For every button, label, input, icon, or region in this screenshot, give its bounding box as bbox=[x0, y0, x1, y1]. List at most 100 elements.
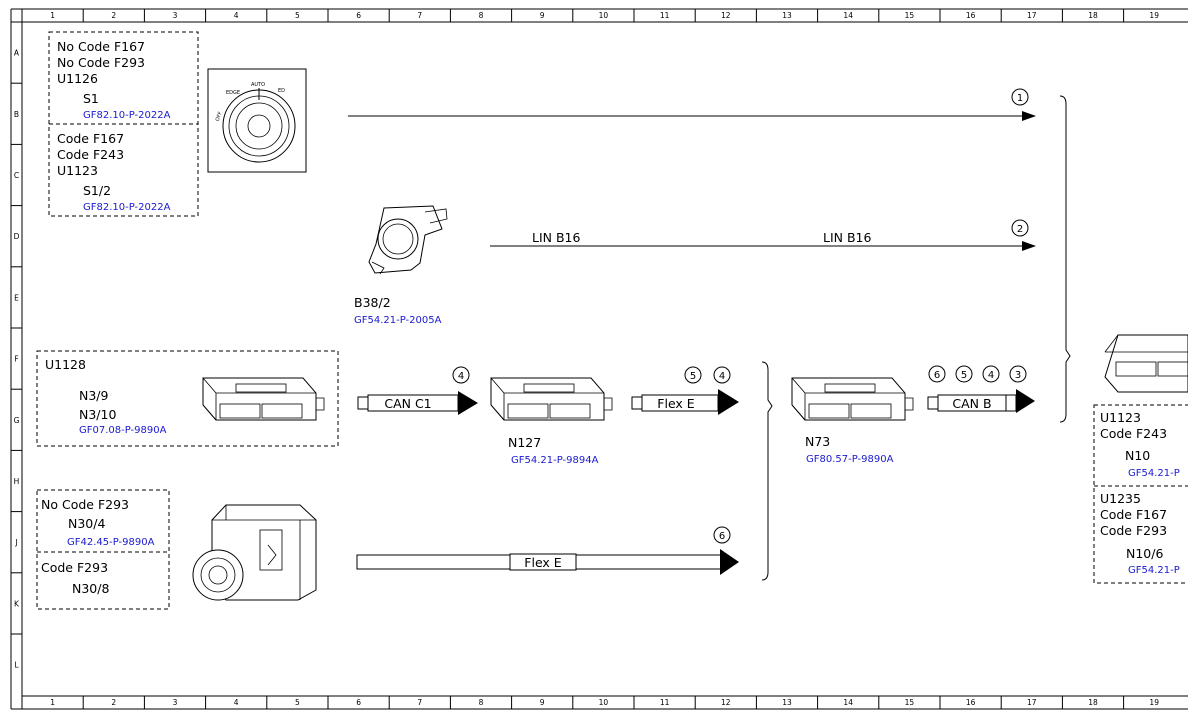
can-b-marker-b: 5 bbox=[961, 370, 967, 381]
flex-e-label-2: Flex E bbox=[524, 555, 562, 570]
column-label: 15 bbox=[905, 11, 915, 20]
column-label: 17 bbox=[1027, 11, 1037, 20]
column-label: 1 bbox=[50, 11, 55, 20]
column-label: 19 bbox=[1149, 698, 1159, 707]
n30-code-box bbox=[36, 489, 170, 610]
n127-reference-link[interactable]: GF54.21-P-9894A bbox=[511, 455, 599, 466]
flex-e-label-1: Flex E bbox=[657, 396, 695, 411]
control-unit-n127-icon bbox=[490, 377, 613, 421]
column-label: 5 bbox=[295, 698, 300, 707]
column-label: 9 bbox=[540, 11, 545, 20]
b38-reference-link[interactable]: GF54.21-P-2005A bbox=[354, 315, 442, 326]
column-label: 2 bbox=[111, 698, 116, 707]
n10-6-code-line-1: U1235 bbox=[1100, 491, 1141, 506]
column-label: 15 bbox=[905, 698, 915, 707]
n10-6-code-line-2: Code F167 bbox=[1100, 507, 1167, 522]
s1-2-component-name: S1/2 bbox=[83, 183, 111, 198]
switch-label-left: EDGE bbox=[226, 90, 240, 96]
b38-component-name: B38/2 bbox=[354, 295, 391, 310]
s1-2-reference-link[interactable]: GF82.10-P-2022A bbox=[83, 202, 171, 213]
column-label: 19 bbox=[1149, 11, 1159, 20]
column-label: 11 bbox=[660, 11, 670, 20]
column-label: 11 bbox=[660, 698, 670, 707]
s1-component-name: S1 bbox=[83, 91, 99, 106]
marker-6: 6 bbox=[719, 531, 725, 542]
s1-reference-link[interactable]: GF82.10-P-2022A bbox=[83, 110, 171, 121]
esp-hydraulic-unit-icon bbox=[192, 504, 317, 601]
column-label: 4 bbox=[234, 11, 239, 20]
rain-light-sensor-icon bbox=[368, 205, 448, 275]
row-label: A bbox=[14, 49, 20, 58]
n30-8-component-name: N30/8 bbox=[72, 581, 109, 596]
n10-6-reference-link[interactable]: GF54.21-P bbox=[1128, 565, 1180, 576]
column-label: 18 bbox=[1088, 11, 1098, 20]
column-label: 14 bbox=[843, 11, 853, 20]
column-label: 1 bbox=[50, 698, 55, 707]
row-label: L bbox=[14, 661, 19, 670]
column-label: 3 bbox=[173, 11, 178, 20]
switch-label-right: ED bbox=[278, 88, 285, 94]
n30-4-reference-link[interactable]: GF42.45-P-9890A bbox=[67, 537, 155, 548]
s1-code-line-1: No Code F167 bbox=[57, 39, 145, 54]
can-b-marker-d: 3 bbox=[1015, 370, 1021, 381]
can-c1-label: CAN C1 bbox=[384, 396, 431, 411]
column-label: 17 bbox=[1027, 698, 1037, 707]
column-label: 16 bbox=[966, 11, 976, 20]
column-label: 6 bbox=[356, 11, 361, 20]
marker-1: 1 bbox=[1017, 93, 1023, 104]
n10-code-line-2: Code F243 bbox=[1100, 426, 1167, 441]
column-label: 6 bbox=[356, 698, 361, 707]
n30-8-code-line: Code F293 bbox=[41, 560, 108, 575]
row-label: B bbox=[14, 110, 19, 119]
row-label: E bbox=[14, 293, 19, 302]
n30-4-code-line: No Code F293 bbox=[41, 497, 129, 512]
n10-code-line-1: U1123 bbox=[1100, 410, 1141, 425]
n73-component-name: N73 bbox=[805, 434, 830, 449]
column-label: 18 bbox=[1088, 698, 1098, 707]
row-label: C bbox=[14, 171, 19, 180]
switch-label-auto: AUTO bbox=[251, 82, 265, 88]
flex-e-marker-a: 5 bbox=[690, 371, 696, 382]
column-label: 12 bbox=[721, 11, 731, 20]
row-label: F bbox=[14, 355, 18, 364]
control-unit-n3-icon bbox=[202, 377, 325, 421]
column-label: 12 bbox=[721, 698, 731, 707]
column-label: 14 bbox=[843, 698, 853, 707]
n10-code-box bbox=[1093, 404, 1188, 584]
n3-code-box bbox=[36, 350, 339, 447]
column-label: 7 bbox=[417, 698, 422, 707]
s1-2-code-line-3: U1123 bbox=[57, 163, 98, 178]
can-b-label: CAN B bbox=[952, 396, 991, 411]
row-label: G bbox=[14, 416, 20, 425]
column-label: 10 bbox=[599, 698, 609, 707]
column-label: 13 bbox=[782, 11, 792, 20]
s1-code-line-2: No Code F293 bbox=[57, 55, 145, 70]
flex-e-marker-b: 4 bbox=[719, 371, 725, 382]
s1-code-line-3: U1126 bbox=[57, 71, 98, 86]
n3-reference-link[interactable]: GF07.08-P-9890A bbox=[79, 425, 167, 436]
n10-6-component-name: N10/6 bbox=[1126, 546, 1163, 561]
n3-code-line: U1128 bbox=[45, 357, 86, 372]
column-label: 3 bbox=[173, 698, 178, 707]
n10-component-name: N10 bbox=[1125, 448, 1150, 463]
can-b-marker-a: 6 bbox=[934, 370, 940, 381]
light-switch-icon: AUTO EDGE ED OFF bbox=[207, 68, 307, 173]
column-label: 16 bbox=[966, 698, 976, 707]
s1-2-code-line-1: Code F167 bbox=[57, 131, 124, 146]
n10-6-code-line-3: Code F293 bbox=[1100, 523, 1167, 538]
row-label: K bbox=[14, 599, 20, 608]
can-b-marker-c: 4 bbox=[988, 370, 994, 381]
marker-2: 2 bbox=[1017, 224, 1023, 235]
s1-2-code-line-2: Code F243 bbox=[57, 147, 124, 162]
n10-reference-link[interactable]: GF54.21-P bbox=[1128, 468, 1180, 479]
switch-label-side: OFF bbox=[215, 111, 224, 122]
n73-reference-link[interactable]: GF80.57-P-9890A bbox=[806, 454, 894, 465]
column-label: 8 bbox=[479, 11, 484, 20]
column-label: 2 bbox=[111, 11, 116, 20]
row-label: D bbox=[14, 232, 20, 241]
sheet-frame bbox=[10, 8, 1188, 710]
control-unit-n73-icon bbox=[791, 377, 914, 421]
lin-bus-label-right: LIN B16 bbox=[823, 230, 872, 245]
